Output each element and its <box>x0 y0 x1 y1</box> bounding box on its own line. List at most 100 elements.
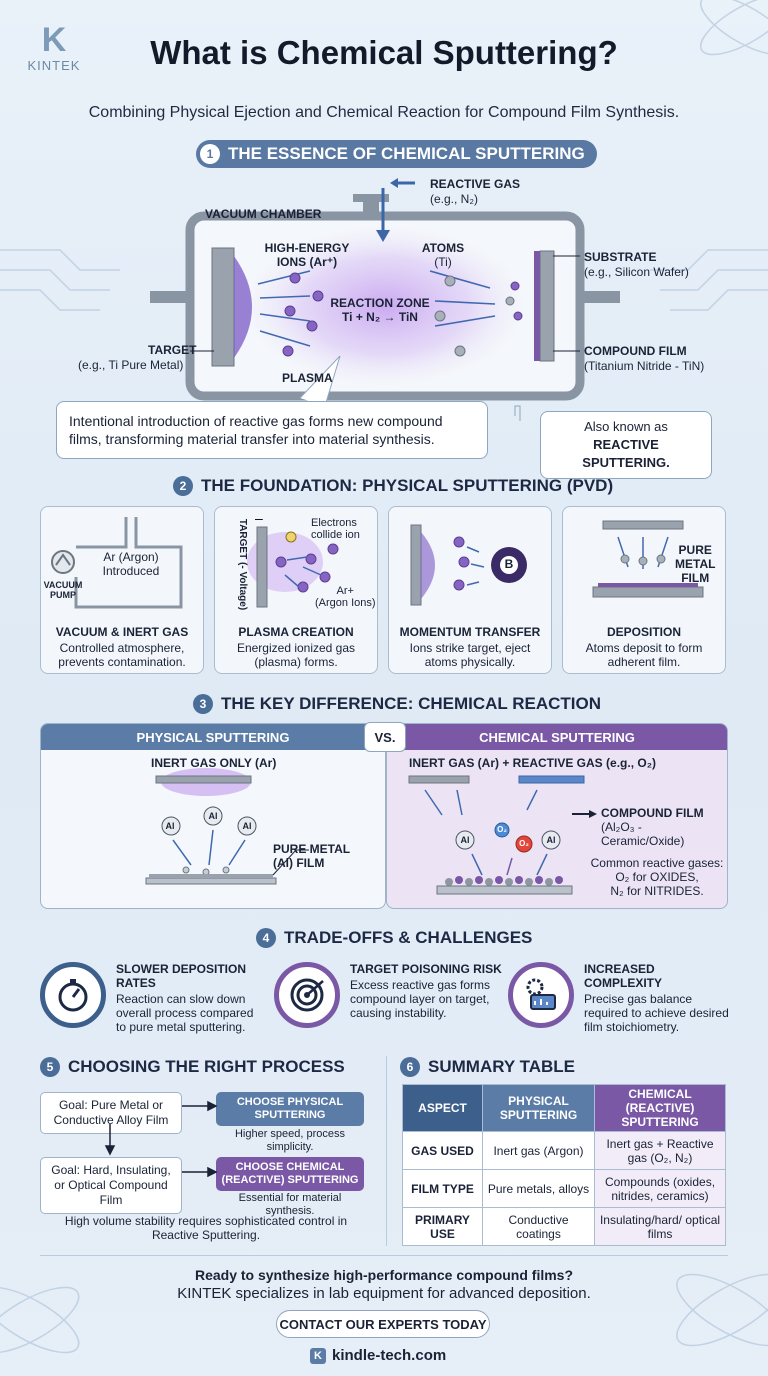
pump-line1: VACUUM <box>43 580 83 590</box>
section-2-heading: 2 THE FOUNDATION: PHYSICAL SPUTTERING (P… <box>173 476 613 496</box>
common-line2: O₂ for OXIDES, <box>615 870 699 884</box>
section-title: TRADE-OFFS & CHALLENGES <box>284 928 533 947</box>
target-voltage-label: TARGET (- Voltage) <box>237 519 248 610</box>
goal-compound: Goal: Hard, Insulating, or Optical Compo… <box>40 1157 182 1214</box>
card-description: Ions strike target, eject atoms physical… <box>409 641 531 669</box>
physical-sputtering-diagram <box>145 768 309 885</box>
section-number: 6 <box>400 1057 420 1077</box>
column-divider <box>386 1056 387 1246</box>
target-icon <box>274 962 340 1028</box>
table-cell: Conductive coatings <box>482 1207 595 1246</box>
website-link[interactable]: K kindle-tech.com <box>310 1347 446 1364</box>
atom-label: Al <box>242 821 252 831</box>
table-row: PRIMARY USE Conductive coatings Insulati… <box>402 1207 726 1246</box>
section-3-heading: 3 THE KEY DIFFERENCE: CHEMICAL REACTION <box>193 694 601 714</box>
synthesis-callout: Intentional introduction of reactive gas… <box>56 401 488 459</box>
contact-experts-button[interactable]: CONTACT OUR EXPERTS TODAY <box>276 1310 490 1338</box>
vacuum-chamber-icon <box>51 517 183 609</box>
section-title: THE ESSENCE OF CHEMICAL SPUTTERING <box>228 144 585 163</box>
section-number: 2 <box>173 476 193 496</box>
aka-text: Also known as <box>584 419 668 434</box>
electrons-line2: collide ion <box>311 529 360 541</box>
section-title: SUMMARY TABLE <box>428 1057 576 1076</box>
electrons-line1: Electrons <box>311 517 357 529</box>
tradeoff-description: Reaction can slow down overall process c… <box>116 992 254 1034</box>
chemical-comparison-panel: CHEMICAL SPUTTERING INERT GAS (Ar) + REA… <box>386 723 728 909</box>
card-title: PLASMA CREATION <box>238 625 354 639</box>
section-number: 5 <box>40 1057 60 1077</box>
card-title: VACUUM & INERT GAS <box>55 625 189 639</box>
svg-text:–: – <box>255 510 263 526</box>
tradeoff-target-poisoning: TARGET POISONING RISK Excess reactive ga… <box>274 962 502 1032</box>
atoms-label-line2: (Ti) <box>434 255 452 269</box>
table-cell: Insulating/hard/ optical films <box>594 1207 726 1246</box>
footer-divider <box>40 1255 728 1256</box>
section-4-heading: 4 TRADE-OFFS & CHALLENGES <box>256 928 532 948</box>
tradeoff-title: TARGET POISONING RISK <box>350 962 502 976</box>
compound-film-label: COMPOUND FILM (Al₂O₃ - Ceramic/Oxide) <box>601 806 727 848</box>
tradeoff-description: Precise gas balance required to achieve … <box>584 992 729 1034</box>
oxygen-label: O₂ <box>497 825 507 834</box>
table-header: PHYSICAL SPUTTERING <box>482 1084 595 1132</box>
card-title: DEPOSITION <box>606 625 681 639</box>
table-row: FILM TYPE Pure metals, alloys Compounds … <box>402 1169 726 1208</box>
ions-label-line1: HIGH-ENERGY <box>264 241 350 255</box>
tradeoff-title: INCREASED COMPLEXITY <box>584 962 663 990</box>
chemical-note: Essential for material synthesis. <box>238 1192 342 1217</box>
section-title: THE KEY DIFFERENCE: CHEMICAL REACTION <box>221 694 602 713</box>
plasma-label: PLASMA <box>282 371 333 385</box>
table-cell: FILM TYPE <box>402 1169 483 1208</box>
card-description: Energized ionized gas (plasma) forms. <box>236 641 356 669</box>
reaction-equation: Ti + N₂ → TiN <box>342 310 418 324</box>
aka-callout: Also known as REACTIVE SPUTTERING. <box>540 411 712 479</box>
section-number: 1 <box>200 144 220 164</box>
card-description: Atoms deposit to form adherent film. <box>585 641 703 669</box>
goal-pure-metal: Goal: Pure Metal or Conductive Alloy Fil… <box>40 1092 182 1134</box>
stopwatch-icon <box>40 962 106 1028</box>
sputtering-chamber-diagram <box>150 178 620 421</box>
compound-film-example: (Titanium Nitride - TiN) <box>584 359 705 373</box>
voltage-word: (- Voltage) <box>237 562 249 611</box>
page-subtitle: Combining Physical Ejection and Chemical… <box>88 104 680 121</box>
pmf-line2: METAL <box>675 557 716 571</box>
argon-line1: Ar (Argon) <box>103 550 159 564</box>
plasma-creation-icon: – <box>247 510 339 608</box>
tradeoff-complexity: INCREASED COMPLEXITY Precise gas balance… <box>508 962 733 1034</box>
table-cell: Inert gas + Reactive gas (O₂, N₂) <box>594 1131 726 1170</box>
pmf-line3: FILM <box>681 571 710 585</box>
ions-label-line2: IONS (Ar⁺) <box>276 255 338 269</box>
brand-mark: K <box>41 21 67 59</box>
physical-note: Higher speed, process simplicity. <box>234 1128 346 1153</box>
table-header: CHEMICAL (REACTIVE) SPUTTERING <box>594 1084 726 1132</box>
physical-comparison-panel: PHYSICAL SPUTTERING INERT GAS ONLY (Ar) … <box>40 723 386 909</box>
atoms-label: ATOMS(Ti) <box>418 241 468 269</box>
process-footer-note: High volume stability requires sophistic… <box>64 1214 348 1242</box>
compound-film-label: COMPOUND FILM <box>584 344 687 358</box>
table-header: ASPECT <box>402 1084 483 1132</box>
common-line3: N₂ for NITRIDES. <box>610 884 704 898</box>
vs-badge: VS. <box>364 722 406 752</box>
common-gases-note: Common reactive gases: O₂ for OXIDES, N₂… <box>587 856 727 898</box>
website-url: kindle-tech.com <box>332 1347 447 1364</box>
vacuum-chamber-label: VACUUM CHAMBER <box>205 207 322 221</box>
substrate-example: (e.g., Silicon Wafer) <box>584 265 689 279</box>
pump-line2: PUMP <box>49 590 76 600</box>
section-title: CHOOSING THE RIGHT PROCESS <box>68 1057 345 1076</box>
cf-line1: COMPOUND FILM <box>601 806 704 820</box>
brand-name: KINTEK <box>27 58 81 73</box>
cf-line2: (Al₂O₃ - Ceramic/Oxide) <box>601 820 685 848</box>
common-line1: Common reactive gases: <box>590 856 724 870</box>
atom-label: Al <box>460 835 470 845</box>
tradeoff-title: SLOWER DEPOSITION RATES <box>116 962 247 990</box>
aka-bold-text: REACTIVE SPUTTERING. <box>582 437 670 470</box>
target-example: (e.g., Ti Pure Metal) <box>78 358 184 372</box>
argon-ions-label: Ar+(Argon Ions) <box>315 585 376 609</box>
section-number: 3 <box>193 694 213 714</box>
atom-label: Al <box>208 811 218 821</box>
